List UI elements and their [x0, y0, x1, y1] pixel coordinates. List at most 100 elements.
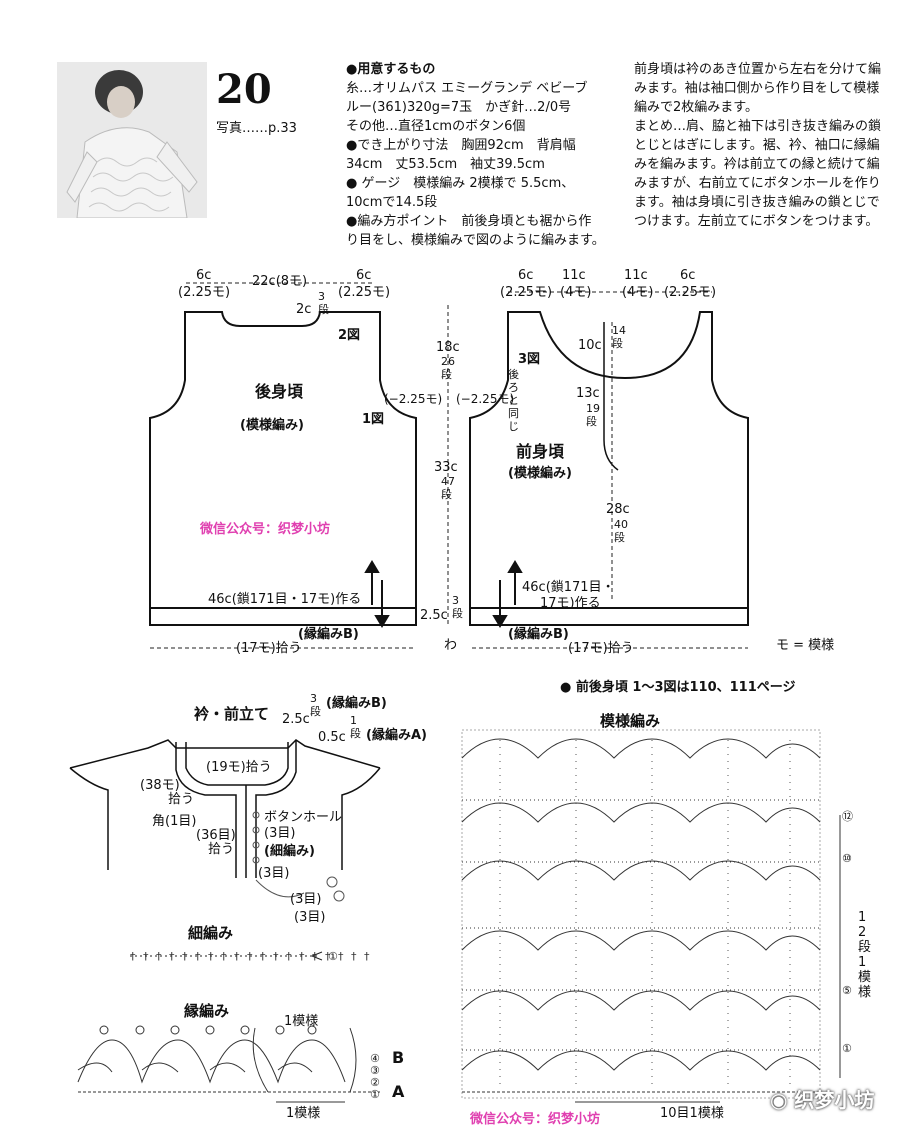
collar-pickup-36: (36目) [196, 828, 236, 843]
back-body-title: 後身頃 [255, 382, 304, 401]
sc-chart-stitches: † † † † † † † † † † † † † † † † † † † [130, 950, 372, 963]
back-neck-rows: 3段 [318, 290, 329, 316]
edging-repeat-bottom: 1模様 [286, 1106, 321, 1121]
back-edging-label: (縁編みB) [298, 627, 359, 642]
body-rows: 47段 [441, 475, 455, 501]
back-hem-band [149, 607, 417, 626]
edging-row-3: ③ [370, 1064, 380, 1077]
wechat-icon: ◉ [770, 1088, 788, 1112]
buttonhole-stitches: (3目) [264, 826, 296, 841]
pattern-row-1: ① [842, 1042, 852, 1055]
same-as-back-note: 後ろと同じ [508, 368, 519, 433]
collar-band-rows: 3段 [310, 692, 321, 718]
materials-line: ●用意するもの [346, 62, 436, 77]
armhole-rows: 26段 [441, 355, 455, 381]
front-body-subtitle: (模様編み) [508, 466, 572, 481]
front-body-title: 前身頃 [516, 442, 565, 461]
materials-line: その他…直径1cmのボタン6個 [346, 119, 526, 134]
materials-line: り目をし、模様編みで図のように編みます。 [346, 233, 605, 248]
collar-band [175, 740, 297, 878]
instructions-line: みますが、右前立てにボタンホールを作り [634, 176, 881, 191]
edging-row-2: ② [370, 1076, 380, 1089]
back-pickup: (17モ)拾う [236, 641, 302, 656]
pattern-row-repeat: 12段1模様 [858, 910, 872, 1000]
materials-line: ● ゲージ 模様編み 2模様で 5.5cm、 [346, 176, 575, 191]
front-top-width-3: 11c [624, 268, 648, 283]
body-height: 33c [434, 460, 458, 475]
materials-line: ●でき上がり寸法 胸囲92cm 背肩幅 [346, 138, 576, 153]
collar-pickup-36-label: 拾う [208, 842, 235, 857]
instructions-line: 編みで2枚編みます。 [634, 100, 758, 115]
collar-edge-rows: 1段 [350, 714, 361, 740]
front-top-pattern-2: (4モ) [560, 285, 592, 300]
collar-pickup-38: (38モ) [140, 778, 180, 793]
edging-repeat-top: 1模様 [284, 1014, 319, 1029]
front-hem-band [469, 607, 749, 626]
front-top-pattern-3: (4モ) [622, 285, 654, 300]
front-top-pattern-1: (2.25モ) [500, 285, 553, 300]
edging-chart-title: 縁編み [184, 1002, 230, 1020]
materials-block: ●用意するもの 糸…オリムパス エミーグランデ ベビーブ ルー(361)320g… [346, 60, 616, 250]
watermark-logo: ◉ 织梦小坊 [770, 1084, 874, 1113]
front-edging-label: (縁編みB) [508, 627, 569, 642]
edging-label-b: B [392, 1048, 405, 1067]
front-lower-rows: 40段 [614, 518, 628, 544]
back-top-right-pattern: (2.25モ) [338, 285, 391, 300]
edging-row-4: ④ [370, 1052, 380, 1065]
sc-chart-title: 細編み [188, 924, 234, 942]
instructions-line: まとめ…肩、脇と袖下は引き抜き編みの鎖 [634, 119, 882, 134]
front-cast-on-2: 17モ)作る [540, 596, 601, 611]
materials-line: 糸…オリムパス エミーグランデ ベビーブ [346, 81, 588, 96]
collar-edging-b: (縁編みB) [326, 696, 387, 711]
page-reference: ● 前後身頃 1～3図は110、111ページ [560, 680, 796, 695]
materials-line: 10cmで14.5段 [346, 195, 438, 210]
buttonhole-label: ボタンホール [264, 810, 343, 825]
collar-edge-width: 0.5c [318, 730, 346, 745]
back-cast-on: 46c(鎖171目・17モ)作る [208, 592, 362, 607]
collar-edging-a: (縁編みA) [366, 728, 427, 743]
collar-band-width: 2.5c [282, 712, 310, 727]
instructions-line: 前身頃は衿のあき位置から左右を分けて編 [634, 62, 882, 77]
pattern-legend: モ = 模様 [776, 638, 835, 653]
pattern-row-10: ⑩ [842, 852, 852, 865]
front-neck-rows: 14段 [612, 324, 626, 350]
pattern-row-5: ⑤ [842, 984, 852, 997]
instructions-line: みを編みます。衿は前立ての縁と続けて編 [634, 157, 880, 172]
instructions-line: みます。袖は袖口側から作り目をして模様 [634, 81, 880, 96]
front-placket-rows: 19段 [586, 402, 600, 428]
front-top-width-4: 6c [680, 268, 696, 283]
back-body-outline [149, 311, 417, 609]
hem-height: 2.5c [420, 608, 448, 623]
model-photo [57, 62, 207, 218]
figure-3-label: 3図 [518, 352, 541, 367]
front-placket-line [603, 322, 619, 471]
front-pickup: (17モ)拾う [568, 641, 634, 656]
collar-stitch-count-c: (3目) [294, 910, 326, 925]
pattern-row-12: ⑫ [842, 810, 853, 823]
back-top-center-width: 22c(8モ) [252, 274, 308, 289]
back-armhole-decrease: (−2.25モ) [384, 392, 443, 406]
figure-2-label: 2図 [338, 328, 361, 343]
materials-line: ルー(361)320g=7玉 かぎ針…2/0号 [346, 100, 572, 115]
hem-rows: 3段 [452, 594, 463, 620]
back-top-right-width: 6c [356, 268, 372, 283]
collar-stitch-count-b: (3目) [290, 892, 322, 907]
watermark-text: 微信公众号：织梦小坊 [470, 1112, 601, 1127]
front-top-width-2: 11c [562, 268, 586, 283]
collar-sc-label: (細編み) [264, 844, 315, 859]
ring-mark: わ [444, 638, 458, 653]
front-top-pattern-4: (2.25モ) [664, 285, 717, 300]
instructions-line: つけます。左前立てにボタンをつけます。 [634, 214, 879, 229]
back-top-left-pattern: (2.25モ) [178, 285, 231, 300]
edging-label-a: A [392, 1082, 405, 1101]
sc-chart-row-1: ① [328, 950, 338, 963]
materials-line: ●編み方ポイント 前後身頃とも裾から作 [346, 214, 592, 229]
front-placket-length: 13c [576, 386, 600, 401]
front-body-outline [469, 311, 749, 609]
collar-pickup-19: (19モ)拾う [206, 760, 272, 775]
front-top-width-1: 6c [518, 268, 534, 283]
pattern-chart-title: 模様編み [600, 712, 661, 730]
instructions-line: ます。袖は身頃に引き抜き編みの鎖とじで [634, 195, 880, 210]
figure-1-label: 1図 [362, 412, 385, 427]
